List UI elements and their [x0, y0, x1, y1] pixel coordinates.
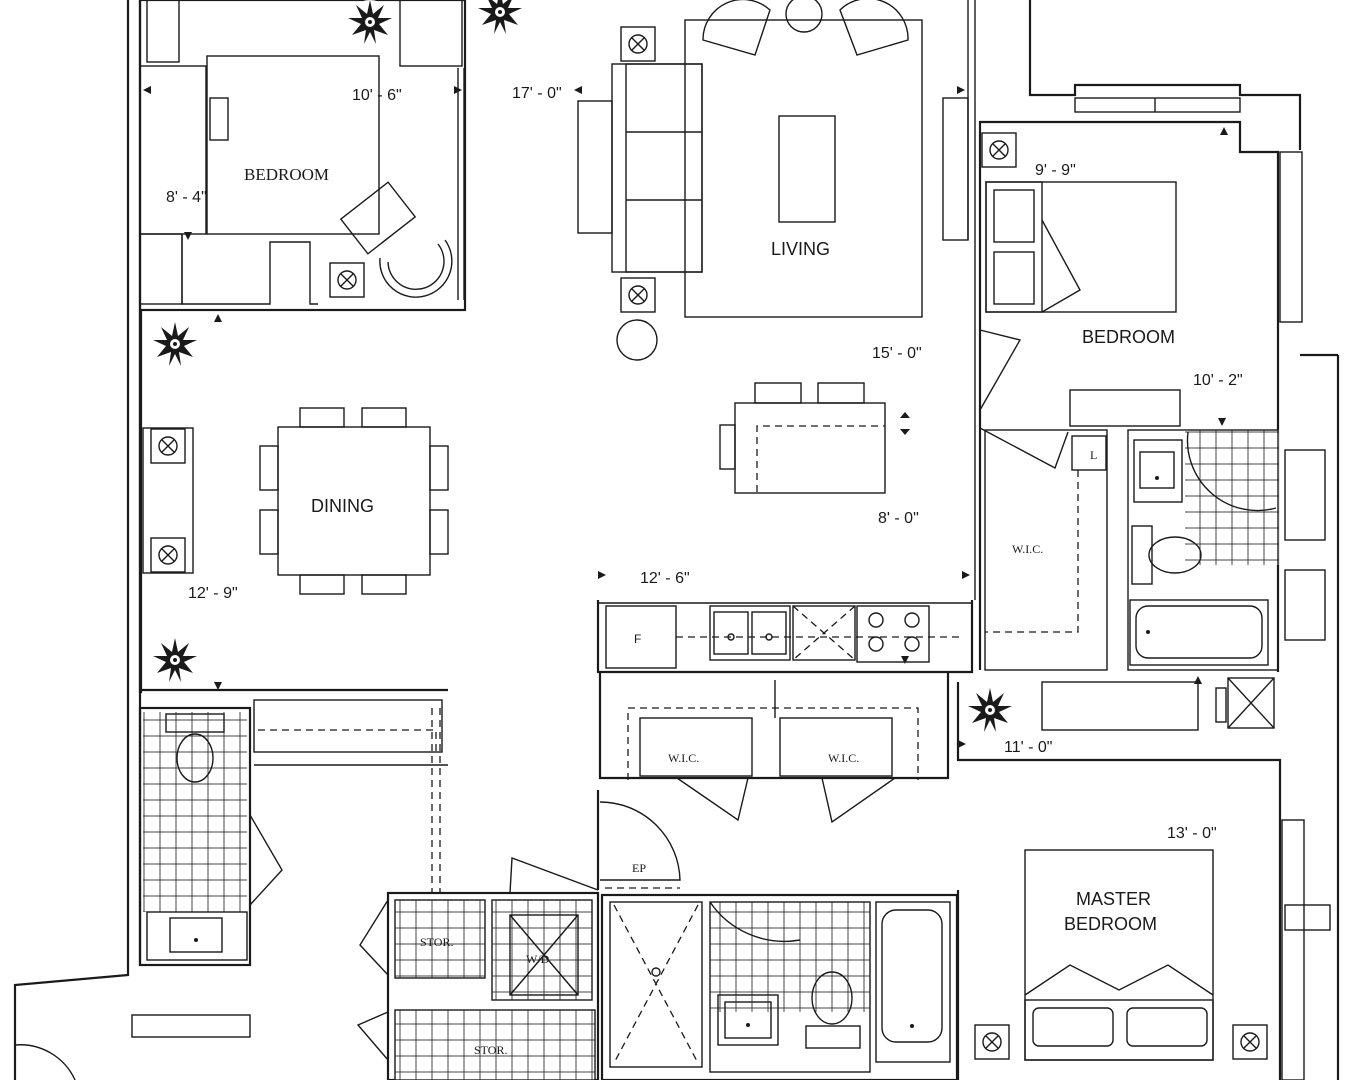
electrical-panel [596, 790, 681, 890]
dim-bed-nw-depth: 8' - 4" [166, 189, 207, 206]
bedroom-ne [978, 97, 1303, 672]
plant-icon [478, 0, 522, 34]
room-label-wic-2: W.I.C. [828, 751, 859, 765]
bedroom-nw [138, 0, 467, 312]
ensuite-ne [1127, 429, 1326, 671]
dim-island: 8' - 0" [878, 510, 919, 527]
wic-pair [598, 672, 950, 824]
plant-icon [153, 638, 197, 682]
kitchen-island [719, 382, 910, 494]
dimension-arrows [574, 86, 965, 94]
room-label-stor-2: STOR. [474, 1043, 507, 1057]
west-bath [14, 699, 448, 1080]
dim-living-width: 17' - 0" [512, 85, 562, 102]
dim-kitchen-width: 12' - 6" [640, 570, 690, 587]
room-label-bedroom-ne: BEDROOM [1082, 327, 1175, 347]
dim-dining-width: 12' - 9" [188, 585, 238, 602]
room-label-master-2: BEDROOM [1064, 914, 1157, 934]
dimension-arrows [143, 86, 462, 322]
room-label-living: LIVING [771, 239, 830, 259]
room-label-wic-1: W.I.C. [668, 751, 699, 765]
wic-ne [984, 429, 1108, 671]
dining-area [138, 310, 449, 694]
dim-bed-nw-width: 10' - 6" [352, 87, 402, 104]
kitchen [596, 571, 974, 674]
plant-icon [153, 322, 197, 366]
room-label-wd: W/D [526, 952, 550, 966]
room-label-master-1: MASTER [1076, 889, 1151, 909]
plant-icon [348, 0, 392, 44]
linen-label: L [1090, 448, 1097, 462]
dim-bed-ne-width: 9' - 9" [1035, 162, 1076, 179]
fridge-label: F [634, 632, 641, 646]
main-bath [600, 893, 959, 1080]
living-area [577, 0, 976, 600]
dim-living-depth: 15' - 0" [872, 345, 922, 362]
laundry-storage [356, 708, 600, 1080]
dim-master-depth: 13' - 0" [1167, 825, 1217, 842]
dim-bed-ne-depth: 10' - 2" [1193, 372, 1243, 389]
room-label-ep: EP [632, 861, 646, 875]
room-label-bedroom-nw: BEDROOM [244, 165, 329, 184]
dim-master-width: 11' - 0" [1004, 739, 1052, 756]
room-label-stor-1: STOR. [420, 935, 453, 949]
room-label-dining: DINING [311, 496, 374, 516]
room-label-wic-ne: W.I.C. [1012, 542, 1043, 556]
plant-icon [968, 688, 1012, 732]
master-bedroom [956, 676, 1331, 1080]
